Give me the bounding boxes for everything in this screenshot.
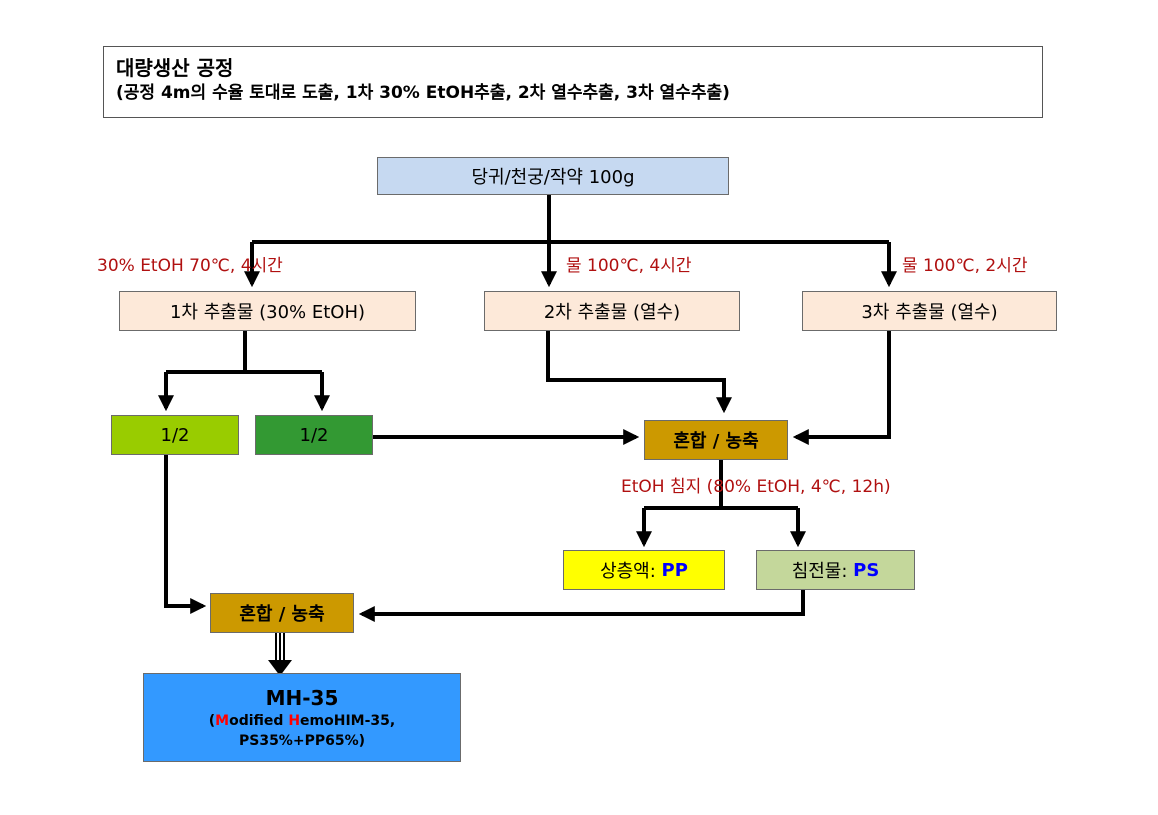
extract1-label: 1차 추출물 (30% EtOH) bbox=[169, 302, 366, 323]
extract2-box: 2차 추출물 (열수) bbox=[484, 291, 740, 331]
source-label: 당귀/천궁/작약 100g bbox=[471, 167, 635, 188]
supernatant-box: 상층액: PP bbox=[563, 550, 725, 590]
diagram-title: 대량생산 공정 bbox=[116, 56, 234, 80]
arrow-half-a-to-mix2 bbox=[164, 455, 207, 614]
mix2-box: 혼합 / 농축 bbox=[210, 593, 354, 633]
final-product-box: MH-35 (Modified HemoHIM-35, PS35%+PP65%) bbox=[143, 673, 461, 762]
arrow-precipitate-to-mix2 bbox=[358, 590, 805, 622]
supernatant-label: 상층액: bbox=[600, 561, 662, 582]
extract3-box: 3차 추출물 (열수) bbox=[802, 291, 1057, 331]
triple-arrow-to-final bbox=[275, 632, 285, 662]
half-a-label: 1/2 bbox=[160, 424, 190, 446]
arrow-extract3-to-mix1 bbox=[792, 330, 891, 445]
arrow-extract2-to-mix1 bbox=[546, 330, 732, 414]
half-b-label: 1/2 bbox=[299, 424, 329, 446]
final-letter-h: H bbox=[288, 712, 301, 729]
final-product-name: MH-35 bbox=[265, 685, 339, 710]
precipitate-code: PS bbox=[853, 559, 880, 581]
extract1-box: 1차 추출물 (30% EtOH) bbox=[119, 291, 416, 331]
half-a-box: 1/2 bbox=[111, 415, 239, 455]
final-letter-m: M bbox=[215, 712, 230, 729]
mix1-box: 혼합 / 농축 bbox=[644, 420, 788, 460]
condition-ethanol-extraction: 30% EtOH 70℃, 4시간 bbox=[97, 256, 283, 276]
source-box: 당귀/천궁/작약 100g bbox=[377, 157, 729, 195]
extract2-label: 2차 추출물 (열수) bbox=[543, 302, 681, 323]
precipitate-box: 침전물: PS bbox=[756, 550, 915, 590]
diagram-subtitle: (공정 4m의 수율 토대로 도출, 1차 30% EtOH추출, 2차 열수추… bbox=[116, 83, 730, 103]
mix2-label: 혼합 / 농축 bbox=[239, 604, 325, 625]
final-word-odified: odified bbox=[229, 712, 289, 729]
final-product-description: (Modified HemoHIM-35, bbox=[209, 711, 395, 731]
condition-ethanol-precipitation: EtOH 침지 (80% EtOH, 4℃, 12h) bbox=[621, 477, 891, 497]
condition-water-4h: 물 100℃, 4시간 bbox=[566, 256, 692, 276]
extract3-label: 3차 추출물 (열수) bbox=[861, 302, 998, 323]
final-product-ratio: PS35%+PP65%) bbox=[238, 732, 365, 749]
title-box: 대량생산 공정 (공정 4m의 수율 토대로 도출, 1차 30% EtOH추출… bbox=[103, 46, 1043, 118]
triple-arrow-head bbox=[268, 660, 292, 676]
final-word-rest: emoHIM-35, bbox=[300, 712, 396, 729]
final-paren: ( bbox=[208, 712, 216, 729]
condition-water-2h: 물 100℃, 2시간 bbox=[902, 256, 1028, 276]
mix1-label: 혼합 / 농축 bbox=[673, 431, 759, 452]
half-b-box: 1/2 bbox=[255, 415, 373, 455]
precipitate-label: 침전물: bbox=[791, 561, 854, 582]
supernatant-code: PP bbox=[661, 559, 688, 581]
